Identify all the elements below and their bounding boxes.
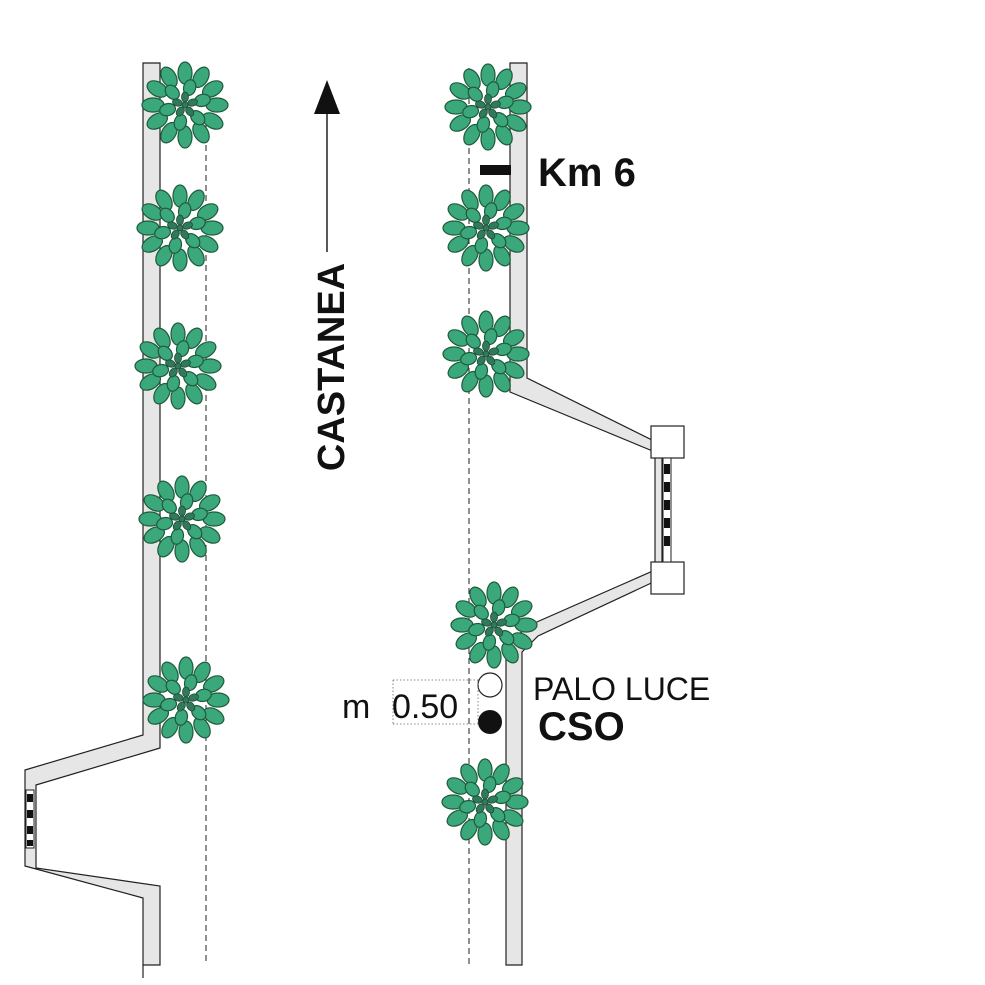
distance-prefix: m <box>342 688 370 726</box>
km-marker-tick <box>480 165 511 175</box>
left-crosswalk <box>25 789 35 849</box>
north-arrow-icon <box>314 80 340 252</box>
cso-point-icon <box>478 710 502 734</box>
light-pole-icon <box>477 672 503 698</box>
pole-label: PALO LUCE <box>533 671 710 707</box>
left-sidewalk <box>24 62 161 978</box>
km-marker-label: Km 6 <box>538 151 636 195</box>
right-sidewalk <box>505 62 663 966</box>
cso-label: CSO <box>538 705 625 749</box>
bus-stop-structure <box>650 425 685 595</box>
direction-label: CASTANEA <box>311 263 353 471</box>
tree-icon <box>450 581 538 669</box>
distance-dimension <box>392 679 480 725</box>
distance-value: 0.50 <box>392 688 458 726</box>
